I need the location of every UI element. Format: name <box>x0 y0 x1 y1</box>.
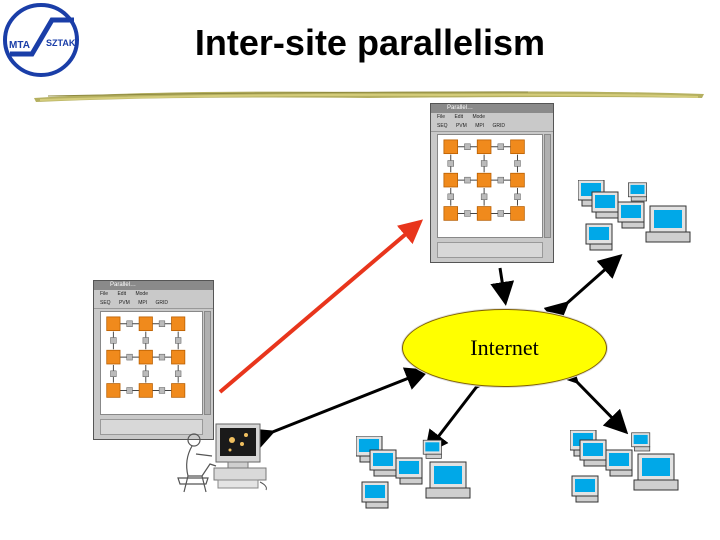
tool-grid[interactable]: GRID <box>492 123 505 129</box>
window-statusbar <box>100 419 203 435</box>
logo-left-text: MTA <box>9 40 30 51</box>
arrow-workstation <box>248 367 430 451</box>
arrow-cluster-bottom-right <box>553 358 629 435</box>
tool-mpi[interactable]: MPI <box>475 123 485 129</box>
window-scrollbar[interactable] <box>544 134 551 238</box>
tool-pvm[interactable]: PVM <box>455 123 467 129</box>
tool-seq[interactable]: SEQ <box>437 123 448 129</box>
slide-title: Inter-site parallelism <box>194 22 546 63</box>
mta-sztaki-logo: MTA SZTAKI <box>3 3 79 77</box>
menu-mode[interactable]: Mode <box>135 291 148 297</box>
app-window-top: Parallel… File Edit Mode SEQ PVM MPI GRI… <box>430 103 554 263</box>
window-titlebar: Parallel… <box>431 104 553 113</box>
window-toolbar: SEQ PVM MPI GRID <box>94 298 213 309</box>
computer-icon <box>617 201 645 229</box>
user-workstation-icon <box>177 423 267 493</box>
window-menubar: File Edit Mode <box>94 290 213 298</box>
title-underline <box>34 91 704 102</box>
window-menubar: File Edit Mode <box>431 113 553 121</box>
app-window-left: Parallel… File Edit Mode SEQ PVM MPI GRI… <box>93 280 214 440</box>
workflow-canvas <box>100 311 203 415</box>
workflow-links <box>106 316 186 398</box>
window-titlebar: Parallel… <box>94 281 213 290</box>
window-scrollbar[interactable] <box>204 311 211 415</box>
workflow-links <box>443 139 525 221</box>
tool-grid[interactable]: GRID <box>155 300 168 306</box>
menu-file[interactable]: File <box>100 291 109 297</box>
arrow-cluster-bottom-mid <box>424 363 499 455</box>
computer-icon <box>579 439 607 467</box>
cluster-bottom-right <box>570 430 679 503</box>
menu-edit[interactable]: Edit <box>117 291 127 297</box>
computer-icon <box>395 457 423 485</box>
computer-icon <box>361 481 389 509</box>
computer-icon <box>605 449 633 477</box>
menu-file[interactable]: File <box>437 114 446 120</box>
arrow-cluster-topright <box>543 254 623 326</box>
computer-icon <box>591 191 619 219</box>
computer-icon <box>571 475 599 503</box>
cluster-bottom-middle <box>356 436 471 509</box>
internet-label: Internet <box>470 335 539 360</box>
tool-seq[interactable]: SEQ <box>100 300 111 306</box>
red-arrow-upload <box>218 219 424 394</box>
window-toolbar: SEQ PVM MPI GRID <box>431 121 553 132</box>
tool-mpi[interactable]: MPI <box>138 300 148 306</box>
menu-mode[interactable]: Mode <box>472 114 485 120</box>
menu-edit[interactable]: Edit <box>454 114 464 120</box>
arrow-window-to-internet <box>490 267 515 306</box>
logo-right-text: SZTAKI <box>46 38 78 48</box>
workflow-canvas <box>437 134 543 238</box>
computer-icon <box>369 449 397 477</box>
computer-icon <box>585 223 613 251</box>
internet-cloud: Internet <box>402 309 607 387</box>
tool-pvm[interactable]: PVM <box>118 300 130 306</box>
window-statusbar <box>437 242 543 258</box>
cluster-top-right <box>578 180 691 251</box>
